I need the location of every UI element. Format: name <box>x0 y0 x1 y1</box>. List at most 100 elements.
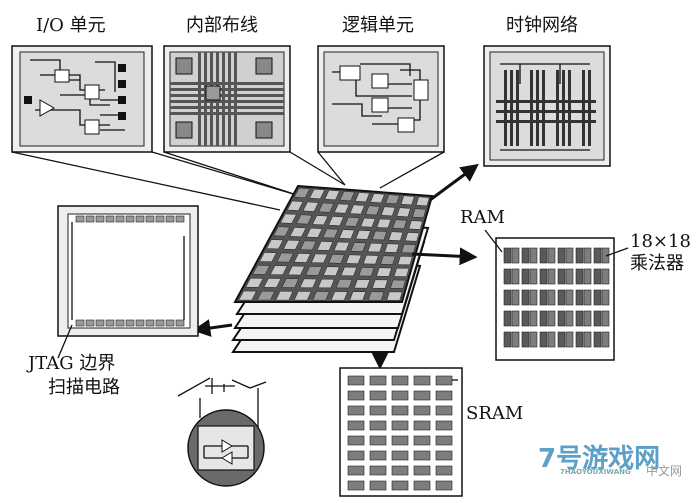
chip-cell <box>293 253 311 263</box>
sram-cell <box>391 405 409 416</box>
sram-cell <box>369 375 387 386</box>
chip-cell <box>333 203 350 214</box>
chip-cell <box>316 241 334 251</box>
routing-label: 内部布线 <box>186 15 258 36</box>
jtag-label-line1: JTAG 边界 <box>28 353 116 374</box>
sram-cell <box>347 420 365 431</box>
sram-cell <box>413 390 431 401</box>
chip-cell <box>350 242 367 252</box>
chip-arrows <box>192 163 479 370</box>
jtag-cell <box>175 319 185 327</box>
ram-cell <box>593 247 602 264</box>
chip-cell <box>286 200 304 211</box>
multiplier-cell <box>565 268 574 285</box>
multiplier-cell <box>547 268 556 285</box>
chip-cell <box>388 231 404 241</box>
chip-cell <box>276 252 294 263</box>
chip-cell <box>349 291 367 301</box>
chip-cell <box>353 279 371 289</box>
chip-cell <box>289 227 307 238</box>
chip-cell <box>256 290 276 301</box>
ram-cell <box>557 247 566 264</box>
jtag-cell <box>75 319 85 327</box>
ram-cell <box>575 268 584 285</box>
jtag-cell <box>125 215 135 223</box>
chip-cell <box>293 187 311 199</box>
sram-cell <box>391 435 409 446</box>
jtag-cell <box>155 215 165 223</box>
chip-cell <box>293 291 312 301</box>
chip-cell <box>333 241 350 252</box>
jtag-cell <box>75 215 85 223</box>
chip-cell <box>263 278 282 288</box>
chip-cell <box>312 215 329 226</box>
sram-cell <box>369 465 387 476</box>
jtag-cell <box>105 319 115 327</box>
ram-cell <box>593 268 602 285</box>
sram-cell <box>435 435 453 446</box>
chip-cell <box>306 227 323 238</box>
ram-cell <box>557 268 566 285</box>
multiplier-label-line1: 18×18 <box>630 231 691 252</box>
chip-cell <box>324 190 340 201</box>
chip-cell <box>317 278 335 289</box>
jtag-label-line2: 扫描电路 <box>48 377 120 398</box>
multiplier-cell <box>601 289 610 306</box>
ram-cell <box>521 247 530 264</box>
sram-cell <box>391 390 409 401</box>
chip-cell <box>340 266 358 277</box>
chip-cell <box>335 279 353 289</box>
chip-cell <box>390 279 406 289</box>
sram-cell <box>413 450 431 461</box>
ram-cell <box>539 331 548 348</box>
sram-cell <box>347 450 365 461</box>
multiplier-cell <box>511 289 520 306</box>
jtag-cell <box>165 215 175 223</box>
jtag-panel <box>57 205 199 359</box>
multiplier-cell <box>529 331 538 348</box>
clock-network-label: 时钟网络 <box>506 15 578 36</box>
multiplier-cell <box>583 247 592 264</box>
chip-cell <box>365 205 381 216</box>
sram-cell <box>435 420 453 431</box>
chip-cell <box>287 265 305 276</box>
sram-cell <box>413 465 431 476</box>
chip-cell <box>328 254 345 264</box>
multiplier-cell <box>583 289 592 306</box>
chip-cell <box>323 266 340 276</box>
multiplier-cell <box>565 310 574 327</box>
chip-cell <box>400 195 415 206</box>
chip-cell <box>245 277 264 288</box>
chip-cell <box>259 252 277 262</box>
jtag-cells-bottom <box>75 319 185 327</box>
watermark-brand: 7号游戏网 <box>538 444 661 474</box>
ram-cell <box>503 310 512 327</box>
sram-cell <box>369 390 387 401</box>
chip-cell <box>358 267 375 277</box>
chip-cell <box>299 278 317 288</box>
sram-label: SRAM <box>466 403 524 424</box>
chip-cell <box>380 206 396 217</box>
chip-cell <box>344 216 360 227</box>
chip-cell <box>408 220 423 230</box>
ram-cell <box>557 331 566 348</box>
chip-cell <box>328 216 345 226</box>
chip-cell <box>309 188 325 200</box>
chip-cell <box>376 267 392 277</box>
jtag-cell <box>165 319 175 327</box>
sram-cell <box>435 390 453 401</box>
chip-cell <box>372 279 389 289</box>
chip-cell <box>273 226 291 237</box>
ram-cell <box>521 331 530 348</box>
logic-unit-label: 逻辑单元 <box>342 15 414 36</box>
chip-cell <box>380 255 396 265</box>
multiplier-cell <box>601 268 610 285</box>
chip-cell <box>312 291 330 301</box>
multiplier-cell <box>511 247 520 264</box>
ram-multiplier-panel <box>484 229 629 361</box>
jtag-cell <box>95 319 105 327</box>
ram-cell <box>521 289 530 306</box>
chip-cell <box>322 228 339 239</box>
chip-cell <box>355 230 371 240</box>
